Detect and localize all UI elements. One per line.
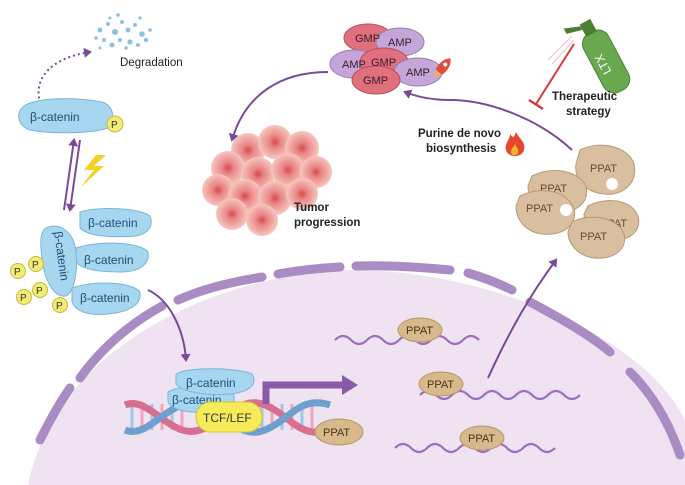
nuclear-translocation-arrow bbox=[147, 289, 191, 362]
ppat-label: PPAT bbox=[406, 325, 433, 337]
ppat-label: PPAT bbox=[580, 231, 607, 243]
transcription-start-arrow bbox=[262, 381, 345, 404]
phospho-label: P bbox=[20, 293, 27, 304]
gmp-label: GMP bbox=[355, 33, 380, 45]
nucleotide-cluster: GMP AMP AMP GMP AMP GMP bbox=[329, 23, 443, 95]
phospho-label: P bbox=[56, 301, 63, 312]
therapeutic-label-line2: strategy bbox=[566, 106, 611, 118]
lightning-icon bbox=[80, 155, 106, 188]
degradation-label: Degradation bbox=[120, 57, 183, 69]
rocket-icon bbox=[434, 58, 451, 78]
beta-catenin-label: β-catenin bbox=[84, 253, 134, 267]
tcf-lef-label: TCF/LEF bbox=[203, 411, 252, 425]
beta-catenin-top: β-catenin P bbox=[18, 98, 124, 134]
tumor-label-line2: progression bbox=[294, 217, 360, 229]
equilibrium-arrows bbox=[63, 138, 81, 212]
beta-catenin-label: β-catenin bbox=[51, 230, 72, 281]
purine-label-line2: biosynthesis bbox=[426, 143, 496, 155]
nuclear-envelope bbox=[35, 261, 685, 460]
tumor-label-line1: Tumor bbox=[294, 202, 329, 214]
ltx-drug-icon: LTX bbox=[563, 18, 631, 94]
fire-icon bbox=[505, 132, 525, 156]
transcription-arrowhead bbox=[342, 375, 358, 395]
gmp-label: GMP bbox=[363, 75, 388, 87]
translation-arrow bbox=[487, 258, 558, 379]
beta-catenin-label: β-catenin bbox=[80, 291, 130, 305]
phospho-label: P bbox=[111, 120, 118, 131]
inhibition-marker bbox=[528, 43, 575, 111]
ppat-protein-cluster: PPAT PPAT PPAT PPAT PPAT bbox=[515, 144, 640, 259]
ppat-label: PPAT bbox=[590, 163, 617, 175]
phospho-label: P bbox=[36, 286, 43, 297]
tumor-arrow bbox=[228, 71, 329, 142]
ppat-label: PPAT bbox=[323, 427, 350, 439]
amp-label: AMP bbox=[342, 59, 366, 71]
tumor-cluster bbox=[202, 125, 332, 236]
spray-stream bbox=[547, 35, 575, 65]
phospho-label: P bbox=[14, 267, 21, 278]
ppat-mrna-proteins: PPAT PPAT PPAT bbox=[397, 317, 505, 451]
amp-label: AMP bbox=[388, 37, 412, 49]
ppat-gene-marker: PPAT bbox=[314, 418, 364, 446]
synthesis-arrow bbox=[403, 89, 573, 151]
ppat-label: PPAT bbox=[468, 433, 495, 445]
beta-catenin-cluster: β-catenin β-catenin β-catenin β-catenin … bbox=[10, 208, 152, 315]
therapeutic-label-line1: Therapeutic bbox=[552, 91, 618, 103]
beta-catenin-label: β-catenin bbox=[30, 110, 80, 124]
gmp-label: GMP bbox=[371, 57, 396, 69]
ppat-label: PPAT bbox=[526, 203, 553, 215]
phospho-label: P bbox=[32, 260, 39, 271]
degradation-arrow bbox=[37, 47, 92, 109]
beta-catenin-label: β-catenin bbox=[88, 216, 138, 230]
amp-label: AMP bbox=[406, 67, 430, 79]
degradation-particles bbox=[94, 13, 152, 50]
beta-catenin-label: β-catenin bbox=[186, 376, 236, 390]
purine-label-line1: Purine de novo bbox=[418, 128, 501, 140]
ppat-label: PPAT bbox=[427, 379, 454, 391]
tcf-lef-factor: TCF/LEF bbox=[195, 401, 263, 433]
